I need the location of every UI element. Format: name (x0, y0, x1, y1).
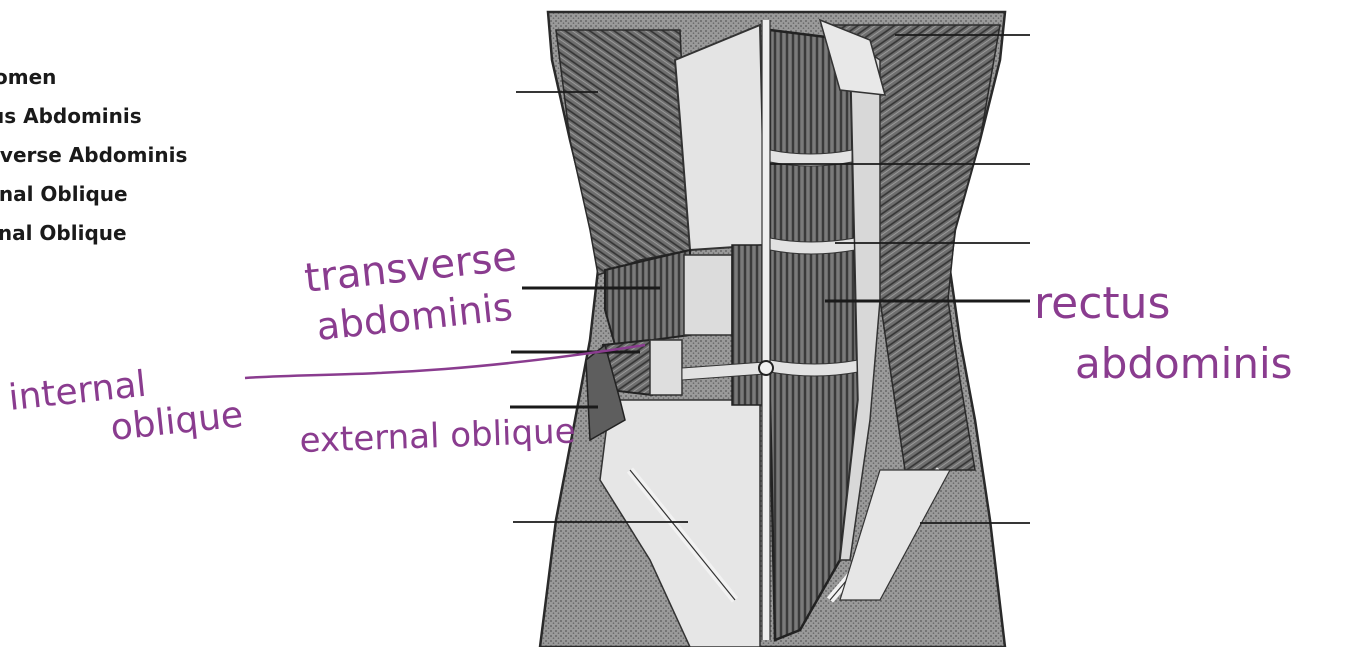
left-aponeurosis (675, 25, 765, 250)
internal-oblique-aponeurosis (650, 340, 682, 395)
umbilicus (759, 361, 773, 375)
left-external-oblique-muscle (556, 30, 690, 275)
label-rectus-line2: abdominis (1075, 339, 1293, 388)
transverse-aponeurosis (684, 255, 732, 335)
label-rectus-line1: rectus (1034, 278, 1170, 329)
label-external-oblique: external oblique (299, 411, 576, 461)
left-rectus-strip (732, 245, 762, 405)
